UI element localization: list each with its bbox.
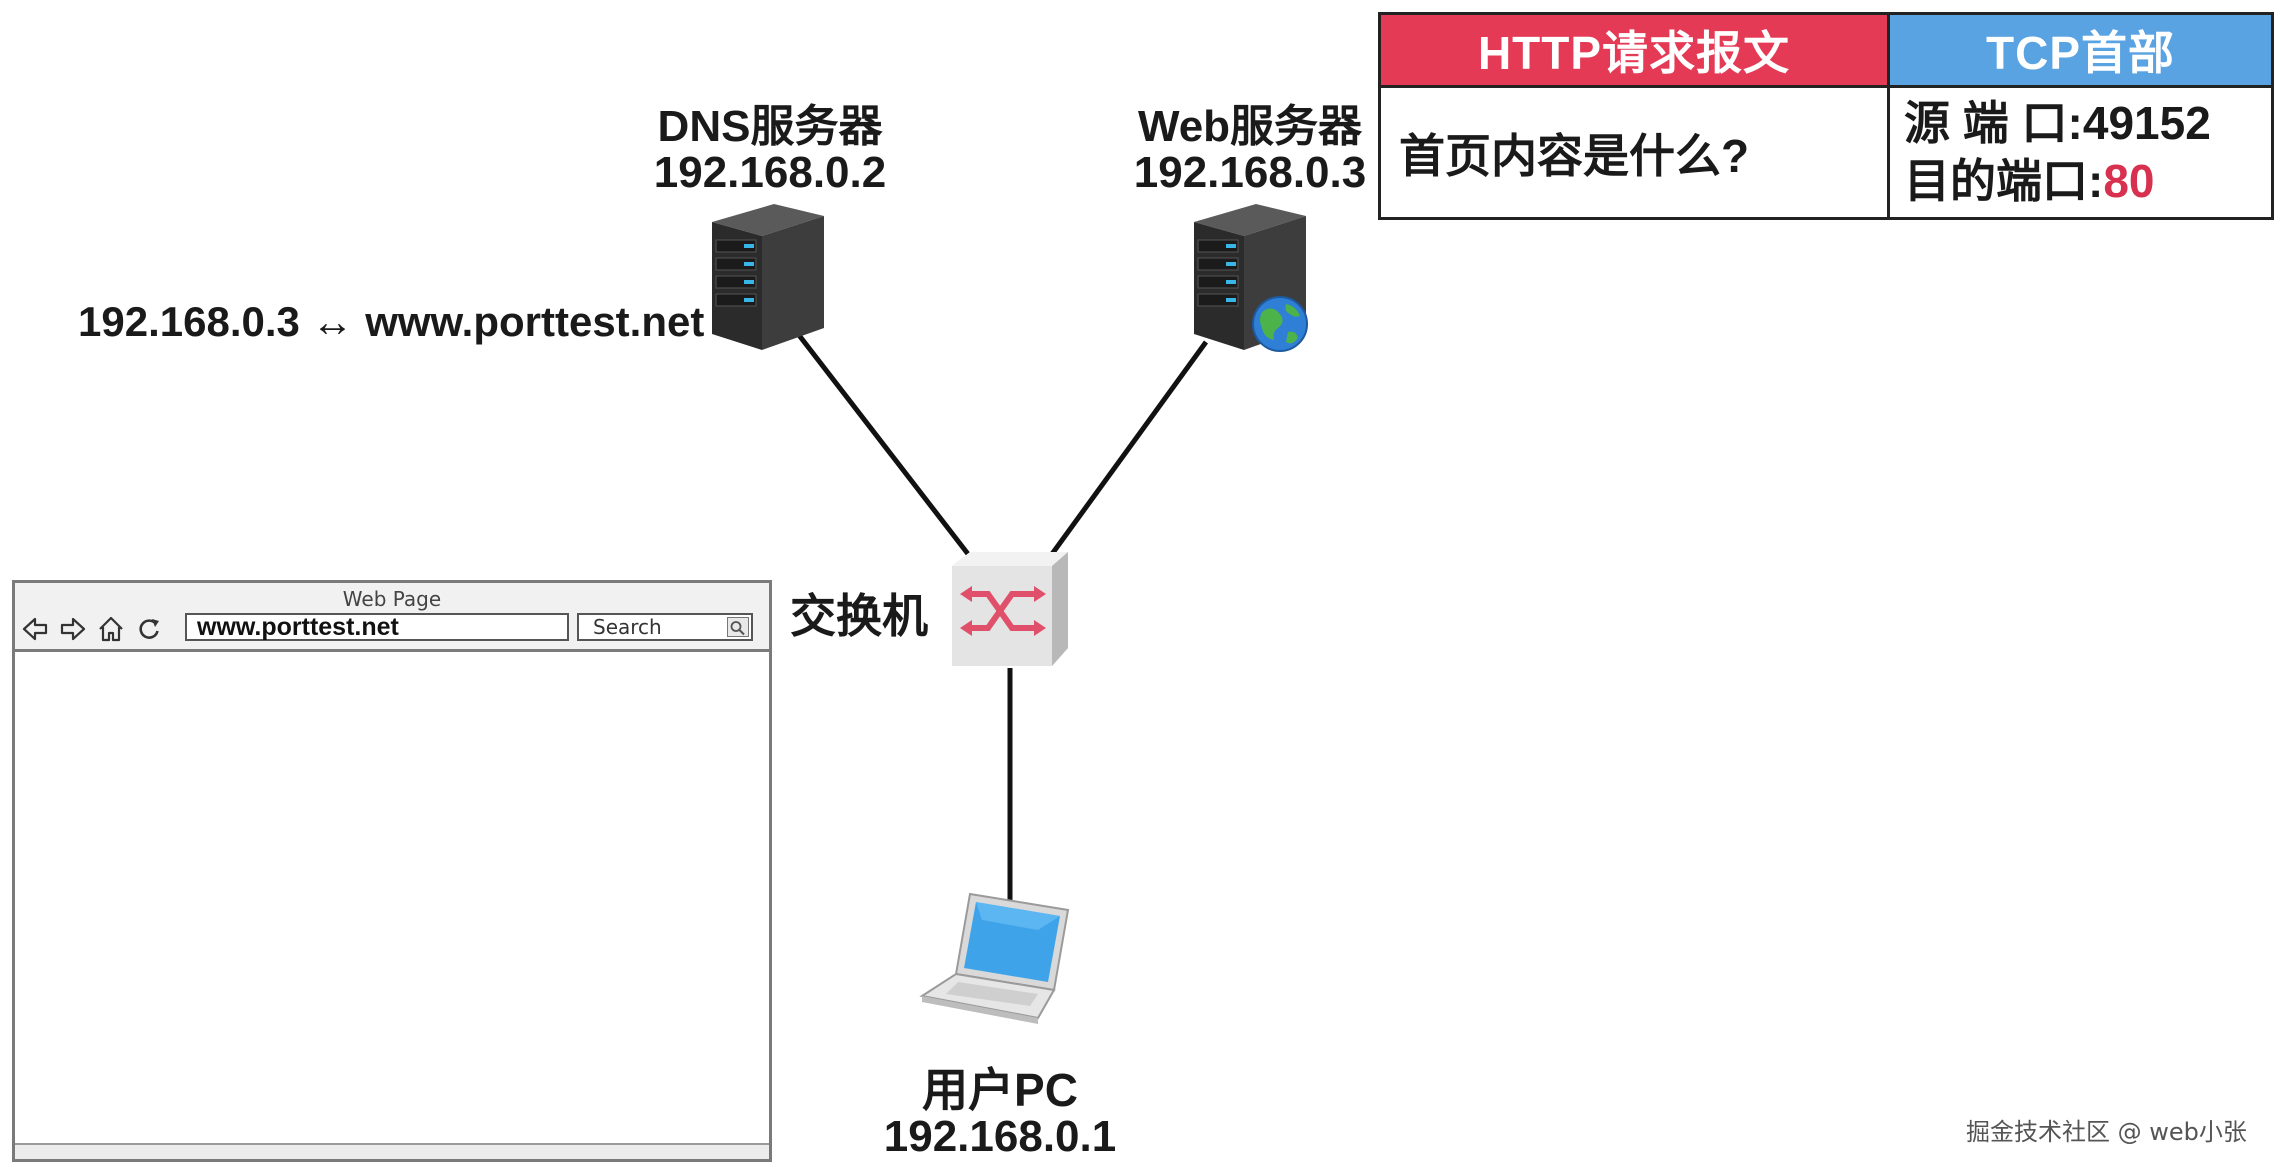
browser-window: Web Page www.porttest.net Search <box>12 580 772 1162</box>
source-port-label: 源 端 口: <box>1904 97 2083 149</box>
dns-server-ip: 192.168.0.2 <box>653 148 887 197</box>
source-port-value: 49152 <box>2082 97 2211 149</box>
message-table: HTTP请求报文 首页内容是什么? TCP首部 源 端 口:49152 目的端口… <box>1378 12 2274 220</box>
address-bar[interactable]: www.porttest.net <box>185 613 569 641</box>
search-placeholder: Search <box>593 615 662 639</box>
dns-server-name: DNS服务器 <box>657 102 883 151</box>
browser-titlebar: Web Page www.porttest.net Search <box>15 583 769 652</box>
browser-status-bar <box>15 1143 769 1159</box>
search-input[interactable]: Search <box>577 613 753 641</box>
link-dns-switch <box>793 328 970 556</box>
source-port-row: 源 端 口:49152 <box>1904 94 2271 152</box>
user-pc-name: 用户PC <box>922 1064 1078 1116</box>
dest-port-value: 80 <box>2103 155 2155 207</box>
http-content: 首页内容是什么? <box>1399 129 1750 182</box>
browser-title: Web Page <box>342 587 442 611</box>
globe-icon <box>1252 296 1308 352</box>
home-icon[interactable] <box>97 615 125 643</box>
switch-name: 交换机 <box>790 590 928 642</box>
dest-port-row: 目的端口:80 <box>1904 152 2271 210</box>
back-icon[interactable] <box>21 615 49 643</box>
http-header: HTTP请求报文 <box>1381 15 1887 88</box>
tcp-column: TCP首部 源 端 口:49152 目的端口:80 <box>1890 15 2271 217</box>
search-icon <box>730 621 745 636</box>
refresh-icon[interactable] <box>135 615 163 643</box>
dns-server-icon <box>712 204 824 350</box>
tcp-ports: 源 端 口:49152 目的端口:80 <box>1890 88 2271 217</box>
user-pc-ip: 192.168.0.1 <box>883 1112 1117 1161</box>
tcp-header: TCP首部 <box>1890 15 2271 88</box>
link-web-switch <box>1049 340 1209 556</box>
dest-port-label: 目的端口: <box>1904 155 2104 207</box>
forward-icon[interactable] <box>59 615 87 643</box>
web-server-name: Web服务器 <box>1137 102 1363 151</box>
web-server-icon <box>1194 204 1308 352</box>
laptop-icon <box>919 892 1070 1024</box>
dns-mapping: 192.168.0.3 ↔ www.porttest.net <box>78 298 705 345</box>
search-button[interactable] <box>727 617 749 637</box>
web-server-ip: 192.168.0.3 <box>1133 148 1367 197</box>
http-column: HTTP请求报文 首页内容是什么? <box>1381 15 1890 217</box>
watermark: 掘金技术社区 @ web小张 <box>1966 1118 2247 1146</box>
switch-icon <box>952 552 1068 666</box>
browser-nav <box>21 613 163 645</box>
